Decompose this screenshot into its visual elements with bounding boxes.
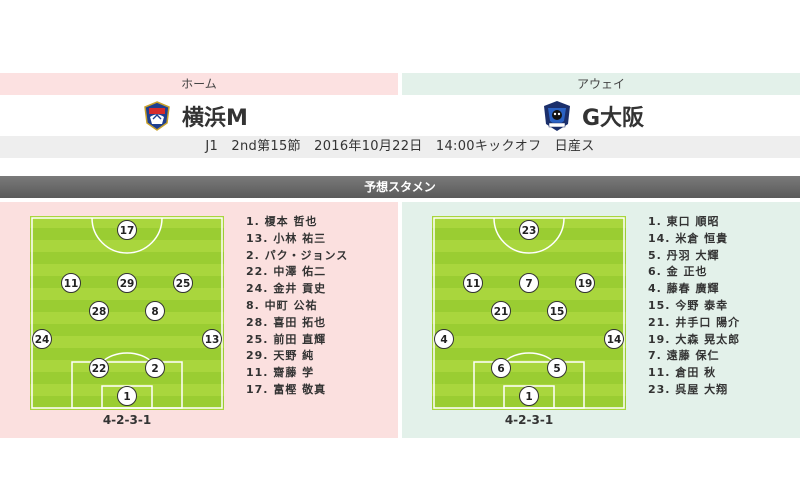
roster-item: 28. 喜田 拓也 (246, 315, 327, 329)
away-pitch: 23 11 7 19 21 15 4 14 6 5 1 (432, 216, 626, 410)
home-team-header: 横浜M (140, 98, 248, 134)
yokohama-fm-emblem-icon (144, 101, 170, 131)
player-marker: 24 (32, 329, 52, 349)
player-marker: 1 (519, 386, 539, 406)
roster-item: 25. 前田 直輝 (246, 332, 327, 346)
roster-item: 13. 小林 祐三 (246, 231, 327, 245)
roster-item: 7. 遠藤 保仁 (648, 349, 720, 363)
svg-text:14: 14 (607, 334, 622, 346)
away-roster: 1. 東口 順昭 14. 米倉 恒貴 5. 丹羽 大輝 6. 金 正也 4. 藤… (648, 214, 740, 399)
roster-item: 4. 藤春 廣輝 (648, 282, 720, 296)
svg-text:28: 28 (92, 306, 107, 318)
player-marker: 25 (173, 273, 193, 293)
roster-item: 22. 中澤 佑二 (246, 265, 327, 279)
home-team-name: 横浜M (182, 106, 248, 131)
section-title: 予想スタメン (0, 176, 800, 198)
player-marker: 17 (117, 220, 137, 240)
roster-item: 15. 今野 泰幸 (648, 298, 729, 312)
home-side-label: ホーム (0, 73, 398, 95)
match-info: J1 2nd第15節 2016年10月22日 14:00キックオフ 日産ス (0, 136, 800, 158)
roster-item: 8. 中町 公祐 (246, 298, 318, 312)
player-marker: 14 (604, 329, 624, 349)
away-side-label: アウェイ (402, 73, 800, 95)
roster-item: 11. 齋藤 学 (246, 366, 315, 380)
player-marker: 11 (463, 273, 483, 293)
roster-item: 17. 富樫 敬真 (246, 382, 327, 396)
away-team-name: G大阪 (582, 106, 645, 131)
svg-text:24: 24 (35, 334, 50, 346)
roster-item: 2. パク・ジョンス (246, 248, 349, 262)
player-marker: 7 (519, 273, 539, 293)
svg-text:19: 19 (578, 278, 593, 290)
player-marker: 4 (434, 329, 454, 349)
player-marker: 13 (202, 329, 222, 349)
home-formation: 4-2-3-1 (102, 413, 152, 427)
player-marker: 11 (61, 273, 81, 293)
svg-text:7: 7 (525, 278, 532, 290)
svg-text:1: 1 (525, 391, 532, 403)
svg-text:21: 21 (494, 306, 509, 318)
roster-item: 1. 榎本 哲也 (246, 215, 318, 228)
player-marker: 22 (89, 358, 109, 378)
roster-item: 5. 丹羽 大輝 (648, 248, 720, 262)
player-marker: 6 (491, 358, 511, 378)
player-marker: 1 (117, 386, 137, 406)
svg-text:1: 1 (123, 391, 130, 403)
svg-text:2: 2 (151, 363, 158, 375)
svg-text:22: 22 (92, 363, 107, 375)
svg-text:8: 8 (151, 306, 158, 318)
svg-text:11: 11 (64, 278, 79, 290)
roster-item: 23. 呉屋 大翔 (648, 382, 729, 396)
player-marker: 15 (547, 301, 567, 321)
svg-text:29: 29 (120, 278, 135, 290)
player-marker: 23 (519, 220, 539, 240)
svg-text:15: 15 (550, 306, 565, 318)
roster-item: 21. 井手口 陽介 (648, 315, 741, 329)
svg-text:4: 4 (440, 334, 447, 346)
svg-text:5: 5 (553, 363, 560, 375)
svg-text:13: 13 (205, 334, 220, 346)
roster-item: 6. 金 正也 (648, 265, 708, 279)
svg-text:6: 6 (497, 363, 504, 375)
player-marker: 5 (547, 358, 567, 378)
svg-text:23: 23 (522, 225, 537, 237)
away-team-header: G大阪 (540, 98, 644, 134)
svg-text:11: 11 (466, 278, 481, 290)
player-marker: 21 (491, 301, 511, 321)
roster-item: 11. 倉田 秋 (648, 366, 717, 380)
player-marker: 28 (89, 301, 109, 321)
roster-item: 24. 金井 貢史 (246, 282, 327, 296)
player-marker: 19 (575, 273, 595, 293)
svg-text:25: 25 (176, 278, 191, 290)
player-marker: 2 (145, 358, 165, 378)
player-marker: 29 (117, 273, 137, 293)
player-marker: 8 (145, 301, 165, 321)
away-formation: 4-2-3-1 (504, 413, 554, 427)
away-lineup-panel: 23 11 7 19 21 15 4 14 6 5 1 4-2-3-1 1. 東口 順昭 14. 米… (402, 202, 800, 438)
roster-item: 19. 大森 晃太郎 (648, 332, 741, 346)
svg-text:17: 17 (120, 225, 135, 237)
roster-item: 14. 米倉 恒貴 (648, 231, 729, 245)
home-roster: 1. 榎本 哲也 13. 小林 祐三 2. パク・ジョンス 22. 中澤 佑二 … (246, 214, 348, 399)
roster-item: 29. 天野 純 (246, 349, 315, 363)
roster-item: 1. 東口 順昭 (648, 215, 720, 228)
gamba-osaka-emblem-icon (544, 101, 570, 131)
